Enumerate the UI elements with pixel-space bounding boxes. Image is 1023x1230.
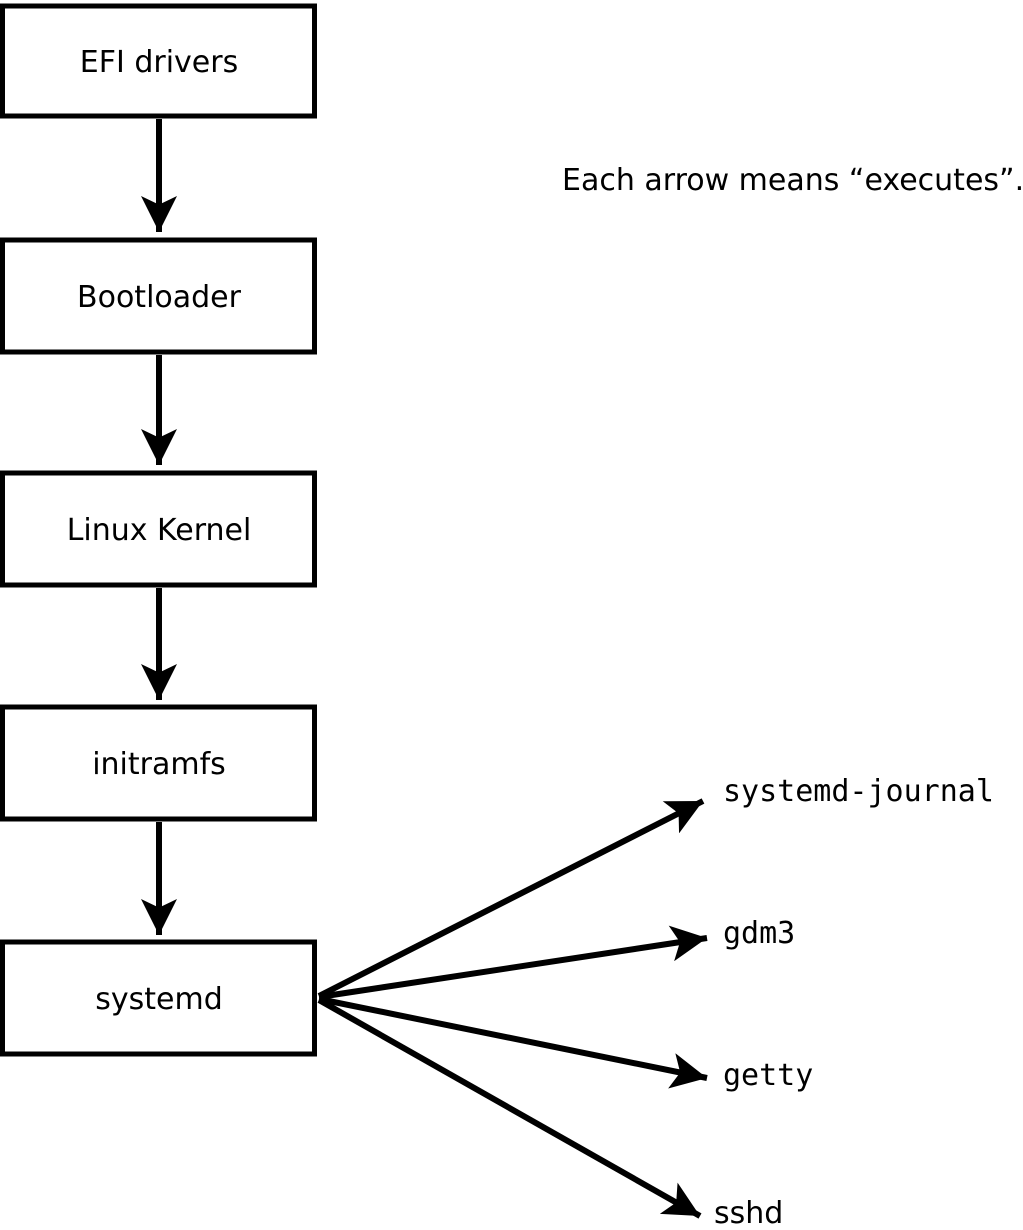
edge-systemd-to-systemd-journal	[317, 798, 705, 999]
edge-systemd-to-getty	[318, 996, 708, 1089]
node-initramfs: initramfs	[0, 704, 317, 822]
node-linux-kernel-label: Linux Kernel	[67, 513, 252, 548]
target-gdm3-label: gdm3	[723, 916, 795, 951]
node-systemd: systemd	[0, 939, 317, 1057]
node-bootloader-label: Bootloader	[77, 280, 242, 315]
node-efi-drivers-label: EFI drivers	[80, 45, 238, 80]
target-sshd-label: sshd	[714, 1196, 783, 1230]
target-getty-label: getty	[723, 1058, 813, 1093]
node-linux-kernel: Linux Kernel	[0, 470, 317, 588]
edge-systemd-to-sshd	[317, 997, 702, 1219]
edge-systemd-to-gdm3	[318, 925, 708, 1000]
caption-arrow-meaning: Each arrow means “executes”.	[562, 163, 1023, 198]
node-bootloader: Bootloader	[0, 237, 317, 355]
node-systemd-label: systemd	[95, 982, 223, 1017]
target-systemd-journal-label: systemd-journal	[723, 774, 994, 809]
node-initramfs-label: initramfs	[92, 747, 226, 782]
node-efi-drivers: EFI drivers	[0, 3, 317, 119]
